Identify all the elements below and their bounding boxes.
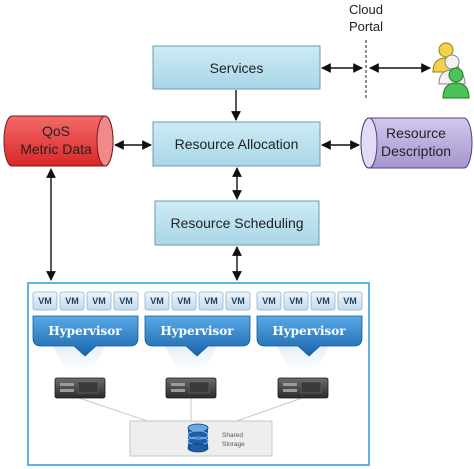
vm-tile xyxy=(86,291,112,311)
vm-tile xyxy=(256,291,282,311)
vm-label: VM xyxy=(65,296,79,306)
resource-scheduling-label: Resource Scheduling xyxy=(170,215,303,231)
qos-metric-data-store: QoS Metric Data xyxy=(3,115,114,167)
vm-row-1: VM VM VM VM xyxy=(32,291,139,311)
vm-tile xyxy=(337,291,363,311)
host-group-1: VM VM VM VM Hypervisor xyxy=(32,291,139,399)
services-box: Services xyxy=(152,45,321,90)
users-icon xyxy=(432,42,470,99)
host-group-3: VM VM VM VM Hypervisor xyxy=(256,291,363,399)
vm-tile xyxy=(32,291,58,311)
vm-tile xyxy=(171,291,197,311)
cloud-portal: Cloud Portal xyxy=(349,2,383,98)
resource-allocation-label: Resource Allocation xyxy=(175,136,299,152)
cloud-portal-line1: Cloud xyxy=(349,2,383,17)
qos-label-line2: Metric Data xyxy=(20,141,92,157)
vm-label: VM xyxy=(316,296,330,306)
vm-row-2: VM VM VM VM xyxy=(144,291,251,311)
vm-tile xyxy=(198,291,224,311)
resource-description-line2: Description xyxy=(381,143,451,159)
vm-tile xyxy=(59,291,85,311)
vm-tile xyxy=(113,291,139,311)
vm-tile xyxy=(144,291,170,311)
cloud-portal-line2: Portal xyxy=(349,19,383,34)
shared-storage: Shared Storage xyxy=(78,397,303,457)
vm-label: VM xyxy=(343,296,357,306)
vm-label: VM xyxy=(289,296,303,306)
shared-storage-line2: Storage xyxy=(222,441,245,448)
vm-tile xyxy=(283,291,309,311)
services-label: Services xyxy=(210,60,264,76)
resource-description-store: Resource Description xyxy=(360,117,473,169)
server-icon xyxy=(165,377,217,399)
server-icon xyxy=(277,377,329,399)
vm-tile xyxy=(310,291,336,311)
vm-label: VM xyxy=(119,296,133,306)
vm-tile xyxy=(225,291,251,311)
vm-label: VM xyxy=(231,296,245,306)
host-group-2: VM VM VM VM Hypervisor xyxy=(144,291,251,399)
hypervisor-banner: Hypervisor xyxy=(32,315,139,357)
hypervisor-label: Hypervisor xyxy=(160,324,234,338)
vm-label: VM xyxy=(38,296,52,306)
hypervisor-label: Hypervisor xyxy=(48,324,122,338)
hypervisor-banner: Hypervisor xyxy=(256,315,363,357)
resource-scheduling-box: Resource Scheduling xyxy=(154,200,320,246)
hypervisor-banner: Hypervisor xyxy=(144,315,251,357)
storage-disk-icon xyxy=(187,423,209,453)
vm-label: VM xyxy=(262,296,276,306)
vm-label: VM xyxy=(177,296,191,306)
connector-arrows xyxy=(46,63,431,281)
hypervisor-label: Hypervisor xyxy=(272,324,346,338)
shared-storage-line1: Shared xyxy=(222,432,243,439)
vm-label: VM xyxy=(204,296,218,306)
qos-label-line1: QoS xyxy=(42,123,70,139)
vm-label: VM xyxy=(150,296,164,306)
resource-description-line1: Resource xyxy=(386,125,446,141)
vm-label: VM xyxy=(92,296,106,306)
resource-allocation-box: Resource Allocation xyxy=(152,121,321,167)
server-icon xyxy=(54,377,106,399)
vm-row-3: VM VM VM VM xyxy=(256,291,363,311)
